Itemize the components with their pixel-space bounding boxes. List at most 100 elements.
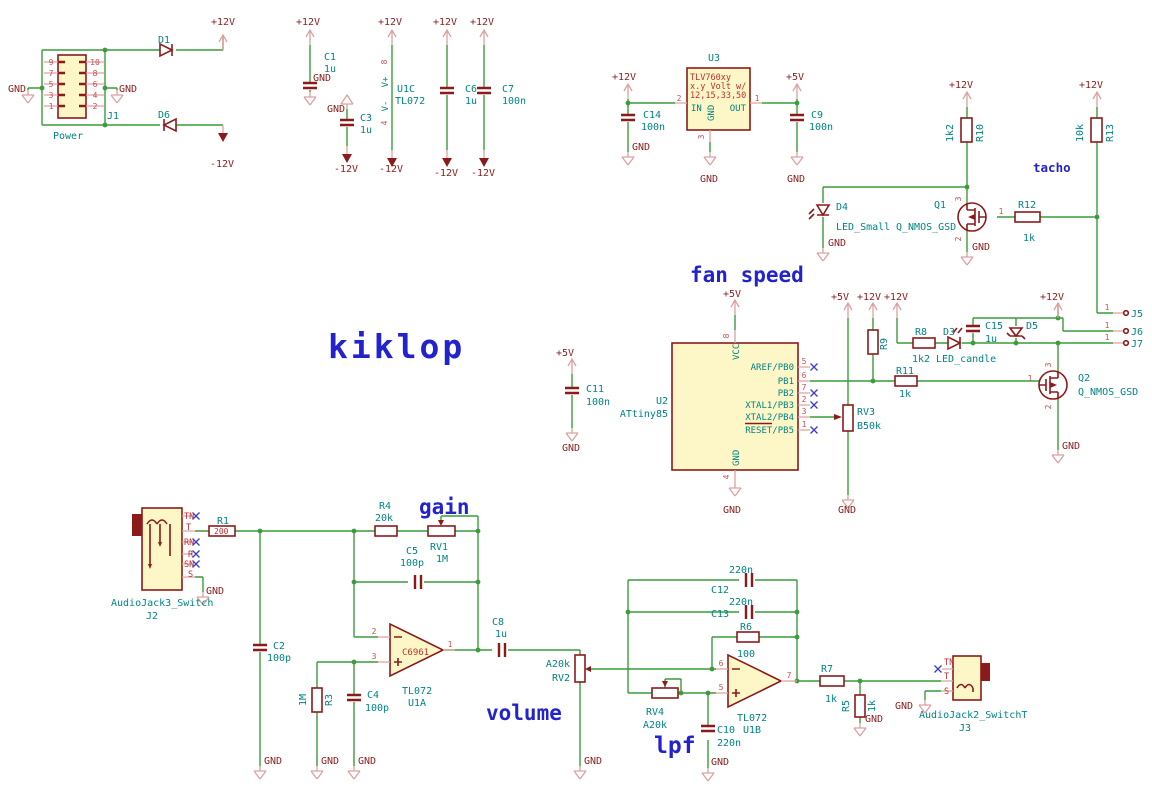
value-C13: 220n xyxy=(729,597,753,608)
ref-C15: C15 xyxy=(985,321,1003,332)
u3-line2: x.y Volt w/ xyxy=(690,82,746,92)
ref-U1C: U1C xyxy=(397,84,415,95)
ref-R10: R10 xyxy=(975,124,986,142)
u3-gnd: GND xyxy=(707,105,717,121)
net-p12: +12V xyxy=(857,292,881,303)
svg-text:S: S xyxy=(944,687,949,697)
pot-RV2 xyxy=(574,654,591,683)
u2-vcc: VCC xyxy=(732,344,742,360)
ref-R5: R5 xyxy=(841,700,852,712)
svg-text:7: 7 xyxy=(802,383,807,392)
resistor-R9 xyxy=(867,329,879,355)
resistor-R4 xyxy=(374,525,398,537)
ref-D4: D4 xyxy=(836,202,848,213)
value-RV4: A20k xyxy=(643,720,667,731)
note-volume: volume xyxy=(486,701,562,725)
svg-text:2: 2 xyxy=(802,395,807,404)
net-p12: +12V xyxy=(884,292,908,303)
net-gnd: GND xyxy=(321,756,339,767)
u3-line3: 12,15,33,50 xyxy=(690,91,746,101)
j6-pin1: 1 xyxy=(1105,321,1110,330)
value-R11: 1k xyxy=(899,389,911,400)
net-p5: +5V xyxy=(831,292,849,303)
j7-pin1: 1 xyxy=(1105,333,1110,342)
value-C11: 100n xyxy=(586,397,610,408)
net-gnd: GND xyxy=(632,142,650,153)
resistor-R13 xyxy=(1090,117,1103,143)
net-p5: +5V xyxy=(556,348,574,359)
note-gain: gain xyxy=(419,495,470,519)
value-C8: 1u xyxy=(495,629,507,640)
ref-R8: R8 xyxy=(915,327,927,338)
resistor-R3 xyxy=(311,687,323,713)
connector-J1 xyxy=(44,54,104,119)
ref-Q1: Q1 xyxy=(934,200,946,211)
value-R6: 100 xyxy=(737,649,755,660)
u1b-pin7: 7 xyxy=(787,671,792,680)
cap-C3 xyxy=(338,118,356,127)
value-C7: 100n xyxy=(502,96,526,107)
svg-text:PB2: PB2 xyxy=(778,389,794,399)
net-p12: +12V xyxy=(612,72,636,83)
diode-D1 xyxy=(159,42,174,58)
net-p5: +5V xyxy=(723,289,741,300)
q2-pin3: 3 xyxy=(1044,362,1053,367)
j5-pin1: 1 xyxy=(1105,303,1110,312)
cap-C2 xyxy=(251,643,269,652)
value-C6: 1u xyxy=(465,96,477,107)
net-p5: +5V xyxy=(786,72,804,83)
value-C9: 100n xyxy=(809,122,833,133)
u3-pin3: 3 xyxy=(697,134,706,139)
svg-text:5: 5 xyxy=(49,80,54,89)
ref-C4: C4 xyxy=(367,690,379,701)
ref-R4: R4 xyxy=(379,501,391,512)
ref-R7: R7 xyxy=(821,664,833,675)
net-gnd: GND xyxy=(1062,441,1080,452)
value-J2: AudioJack3_Switch xyxy=(111,598,213,609)
jack-J3 xyxy=(941,655,990,701)
value-C15: 1u xyxy=(985,334,997,345)
ref-R3: R3 xyxy=(324,694,335,706)
value-C3: 1u xyxy=(360,125,372,136)
u2-pin-names: AREF/PB0 PB1 PB2 XTAL1/PB3 XTAL2/PB4 RES… xyxy=(745,363,794,436)
net-gnd: GND xyxy=(562,443,580,454)
resistor-R7 xyxy=(819,675,845,687)
value-R8: 1k2 xyxy=(912,354,930,365)
svg-text:8: 8 xyxy=(93,69,98,78)
resistor-R5 xyxy=(854,694,866,718)
net-gnd: GND xyxy=(8,84,26,95)
pin8-U1C: 8 xyxy=(380,59,389,64)
value-C1: 1u xyxy=(324,64,336,75)
value-C2: 100p xyxy=(267,653,291,664)
svg-text:RN: RN xyxy=(184,538,194,548)
ref-J5: J5 xyxy=(1131,309,1143,320)
value-R4: 20k xyxy=(375,513,393,524)
svg-text:XTAL1/PB3: XTAL1/PB3 xyxy=(745,401,794,411)
u3-pin1: 1 xyxy=(755,94,760,103)
cap-C5 xyxy=(413,573,423,591)
cap-C6 xyxy=(438,86,456,95)
svg-text:XTAL2/PB4: XTAL2/PB4 xyxy=(745,413,794,423)
u3-pin2: 2 xyxy=(677,94,682,103)
value-D3: LED_candle xyxy=(936,354,996,365)
u1a-pin2: 2 xyxy=(372,627,377,636)
value-C12: 220n xyxy=(729,565,753,576)
cap-C11 xyxy=(563,386,581,395)
j3-pin-names: TN T S xyxy=(944,658,954,697)
ref-U3: U3 xyxy=(708,53,720,64)
ref-RV3: RV3 xyxy=(857,407,875,418)
svg-text:PB1: PB1 xyxy=(778,377,794,387)
u3-in: IN xyxy=(691,104,702,114)
net-gnd: GND xyxy=(119,84,137,95)
value-D4: LED_Small xyxy=(836,222,890,233)
value-R13: 10k xyxy=(1075,124,1086,142)
q1-pin2: 2 xyxy=(954,236,963,241)
net-gnd: GND xyxy=(264,756,282,767)
svg-text:TN: TN xyxy=(944,658,954,668)
net-p12: +12V xyxy=(470,17,494,28)
ref-D6: D6 xyxy=(158,110,170,121)
regulator-U3 xyxy=(619,67,806,142)
note-lpf: lpf xyxy=(654,733,696,759)
ref-C14: C14 xyxy=(643,110,661,121)
